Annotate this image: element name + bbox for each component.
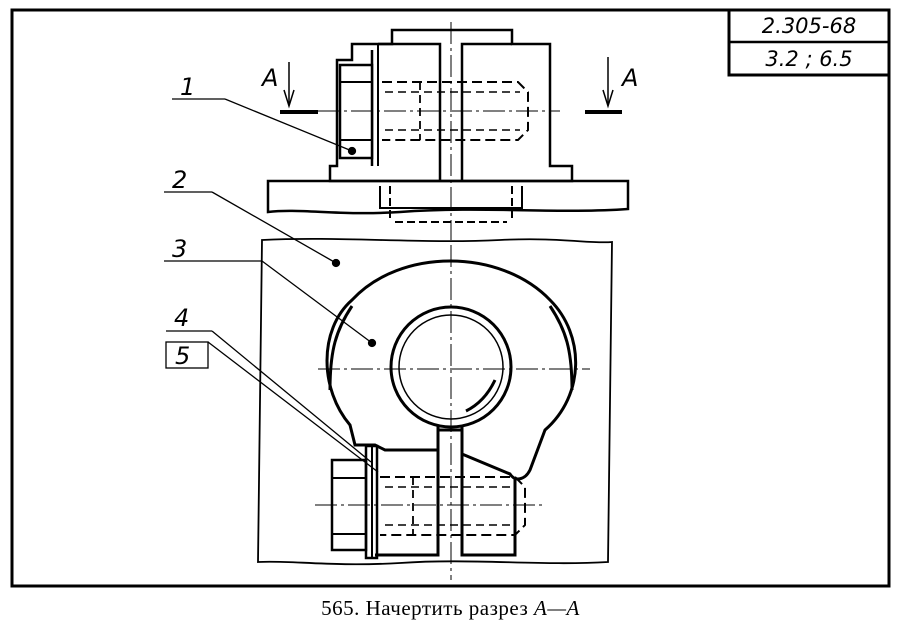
section-letter-right: A <box>620 64 638 92</box>
section-mark-right: A <box>585 57 638 114</box>
callouts <box>164 98 379 473</box>
caption-number: 565. <box>321 596 360 620</box>
bottom-view <box>257 237 613 566</box>
caption-text: Начертить разрез <box>365 596 529 620</box>
center-lines-top <box>318 22 560 240</box>
drawing-frame <box>10 8 891 588</box>
callout-2: 2 <box>172 166 187 194</box>
center-lines-bottom <box>315 245 590 580</box>
standard-stamp: 2.305-68 3.2 ; 6.5 <box>727 8 891 77</box>
callout-numbers: 1 2 3 4 5 <box>172 73 195 370</box>
clamp-body <box>328 28 574 183</box>
section-mark-left: A <box>260 62 318 114</box>
section-letter-left: A <box>260 64 278 92</box>
caption-section: A—A <box>534 596 580 620</box>
callout-5: 5 <box>175 342 190 370</box>
stamp-clauses: 3.2 ; 6.5 <box>765 47 852 71</box>
base-plate <box>266 179 630 215</box>
callout-1: 1 <box>180 73 195 101</box>
plate-outline <box>257 237 613 566</box>
callout-3: 3 <box>172 235 187 263</box>
stamp-standard: 2.305-68 <box>762 14 856 38</box>
top-view <box>266 28 630 223</box>
figure-caption: 565. Начертить разрез A—A <box>0 596 901 621</box>
callout-4: 4 <box>174 304 189 332</box>
